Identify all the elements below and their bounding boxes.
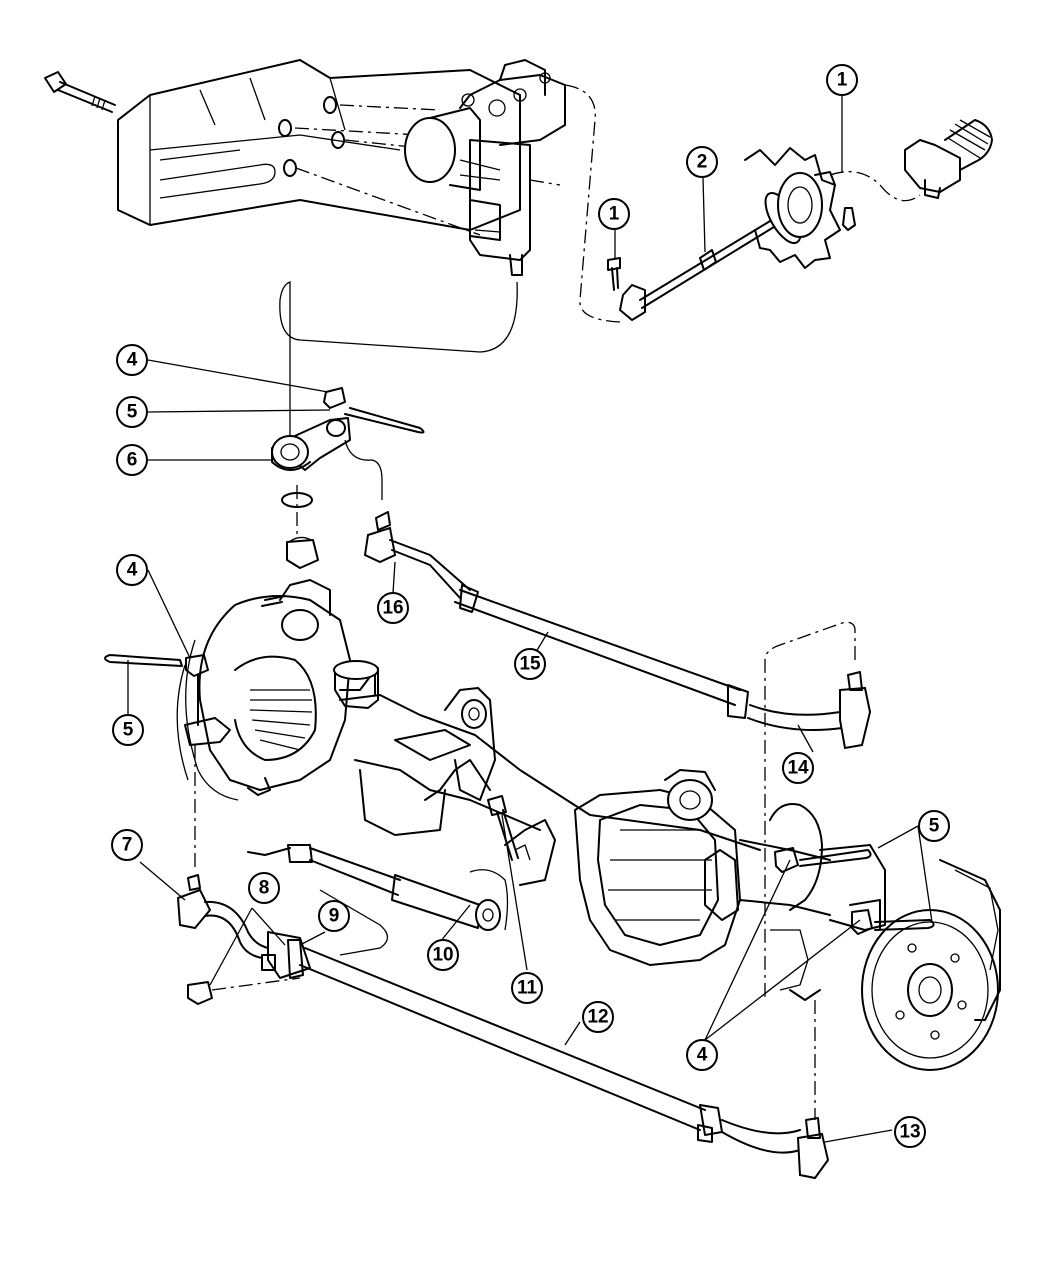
left-cotter-pin bbox=[104, 654, 183, 667]
svg-text:10: 10 bbox=[432, 945, 453, 966]
drag-link-tube bbox=[454, 584, 749, 719]
svg-text:11: 11 bbox=[517, 978, 538, 999]
axle-spring-pad bbox=[333, 660, 379, 709]
callout-12-tie-rod: 12 bbox=[582, 1001, 614, 1033]
callout-4-pitman-nut: 4 bbox=[116, 344, 148, 376]
svg-text:4: 4 bbox=[697, 1045, 708, 1066]
callout-6-pitman-arm: 6 bbox=[116, 444, 148, 476]
svg-text:7: 7 bbox=[122, 835, 133, 856]
callout-14-drag-link-end-right: 14 bbox=[782, 752, 814, 784]
callout-1-shaft-bolt: 1 bbox=[598, 198, 630, 230]
callout-9-clamp: 9 bbox=[318, 900, 350, 932]
svg-text:16: 16 bbox=[382, 598, 403, 619]
svg-text:5: 5 bbox=[123, 720, 134, 741]
damper-clamp-leader bbox=[319, 889, 389, 956]
svg-text:13: 13 bbox=[899, 1122, 920, 1143]
frame-bolt bbox=[44, 71, 116, 113]
callout-15-drag-link: 15 bbox=[514, 648, 546, 680]
tie-rod-tube bbox=[299, 947, 706, 1131]
tie-rod-end-right bbox=[721, 1117, 830, 1180]
axle-housing bbox=[339, 687, 761, 851]
tie-rod-end-left bbox=[176, 874, 269, 959]
column-bolt-left bbox=[607, 257, 621, 291]
tie-rod-nut bbox=[187, 981, 213, 1005]
callout-2-intermediate-shaft: 2 bbox=[686, 146, 718, 178]
tie-rod-clamp bbox=[261, 931, 311, 979]
right-lower-nut bbox=[851, 909, 873, 935]
callout-5-left-cotter: 5 bbox=[112, 714, 144, 746]
svg-text:4: 4 bbox=[127, 560, 138, 581]
svg-text:2: 2 bbox=[697, 152, 708, 173]
callout-10-damper: 10 bbox=[427, 939, 459, 971]
left-knuckle-brake bbox=[176, 579, 376, 801]
callout-4-right-knuckle-nuts: 4 bbox=[686, 1039, 718, 1071]
tie-rod-adjuster-right bbox=[697, 1104, 723, 1143]
callout-8-tie-rod-nut: 8 bbox=[248, 872, 280, 904]
callout-7-tie-rod-end: 7 bbox=[111, 829, 143, 861]
differential bbox=[574, 769, 741, 966]
svg-text:12: 12 bbox=[587, 1007, 608, 1028]
svg-text:8: 8 bbox=[259, 878, 270, 899]
column-coupler bbox=[829, 119, 993, 202]
callout-4-left-knuckle-nut: 4 bbox=[116, 554, 148, 586]
drag-link-right-centerline bbox=[764, 621, 856, 1000]
leader-lines bbox=[127, 95, 933, 1143]
left-steering-arm bbox=[184, 674, 231, 746]
frame-washers bbox=[278, 96, 481, 236]
svg-text:1: 1 bbox=[837, 70, 848, 91]
svg-text:9: 9 bbox=[329, 906, 340, 927]
steering-gear bbox=[404, 59, 566, 276]
pitman-nut-bottom bbox=[286, 536, 319, 569]
column-dust-boot bbox=[744, 147, 841, 269]
pitman-arm bbox=[271, 417, 351, 471]
tie-rod-nut-line bbox=[211, 977, 301, 991]
column-bolt-right bbox=[842, 207, 856, 231]
drag-link-end-left bbox=[363, 511, 471, 599]
right-lower-cotter-pin bbox=[874, 919, 935, 931]
svg-text:15: 15 bbox=[519, 654, 541, 675]
drag-link-end-right bbox=[747, 671, 872, 750]
callout-16-drag-link-end: 16 bbox=[377, 592, 409, 624]
callout-1-column-bolt: 1 bbox=[826, 64, 858, 96]
svg-text:5: 5 bbox=[929, 816, 940, 837]
right-upper-nut bbox=[774, 847, 799, 873]
svg-text:5: 5 bbox=[127, 402, 138, 423]
left-knuckle-nut bbox=[185, 654, 209, 677]
gear-to-arm-line bbox=[279, 281, 518, 460]
damper-bracket bbox=[504, 819, 556, 886]
svg-text:14: 14 bbox=[787, 758, 809, 779]
right-upper-cotter-pin bbox=[799, 849, 872, 867]
callout-5-pitman-cotter: 5 bbox=[116, 396, 148, 428]
svg-text:4: 4 bbox=[127, 350, 138, 371]
pitman-nut-top bbox=[323, 387, 346, 409]
pitman-to-drag-link bbox=[344, 439, 383, 500]
callout-13-tie-rod-end-right: 13 bbox=[894, 1116, 926, 1148]
callout-11-damper-bolt: 11 bbox=[511, 972, 543, 1004]
callout-5-right-cotters: 5 bbox=[918, 810, 950, 842]
svg-text:6: 6 bbox=[127, 450, 138, 471]
gear-to-shaft-line bbox=[564, 84, 621, 323]
frame-rail bbox=[117, 59, 521, 231]
svg-text:1: 1 bbox=[609, 204, 620, 225]
damper-bolt bbox=[487, 795, 519, 861]
pitman-cotter-pin bbox=[344, 407, 425, 434]
steering-damper bbox=[247, 844, 509, 931]
